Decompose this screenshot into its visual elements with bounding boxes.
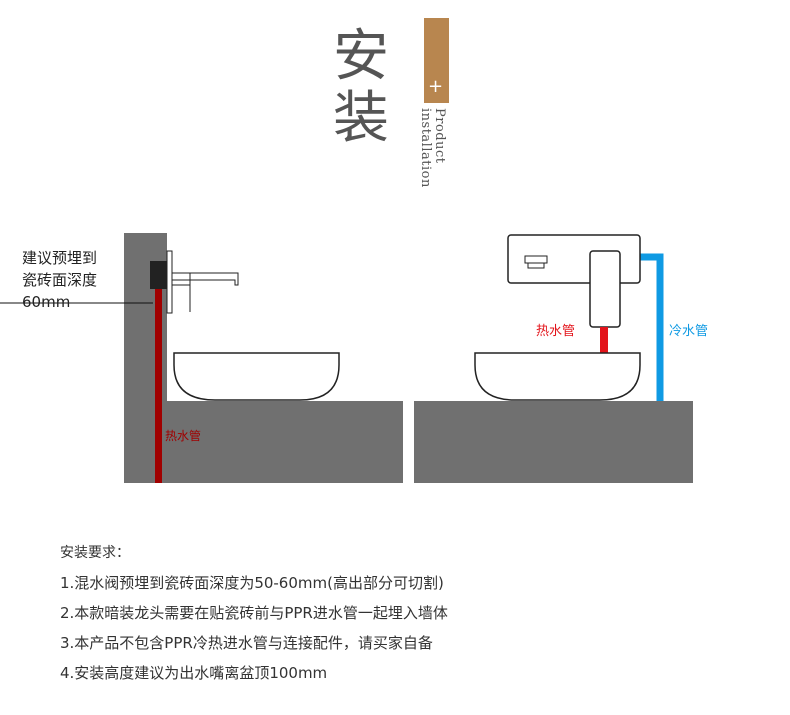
requirement-item: 2.本款暗装龙头需要在贴瓷砖前与PPR进水管一起埋入墙体 [60,604,448,622]
title-char: 装 [333,86,389,151]
plus-icon: + [428,76,444,97]
requirement-item: 3.本产品不包含PPR冷热进水管与连接配件，请买家自备 [60,634,433,652]
hot-pipe-label: 热水管 [536,324,576,339]
valve-body [150,261,167,289]
counter [414,401,693,483]
requirement-item: 1.混水阀预埋到瓷砖面深度为50-60mm(高出部分可切割) [60,574,444,592]
left-diagram [0,233,403,483]
hot-pipe-label: 热水管 [165,429,202,443]
subtitle-line: Product [432,108,447,164]
cover-plate [166,250,173,314]
note-line: 建议预埋到 [22,249,98,267]
requirements: 安装要求： 1.混水阀预埋到瓷砖面深度为50-60mm(高出部分可切割) 2.本… [60,538,448,688]
requirements-heading: 安装要求： [60,545,130,561]
panel-button [524,255,548,264]
basin [173,352,340,401]
counter [124,401,403,483]
hot-pipe [155,288,162,483]
cold-pipe [640,253,664,401]
spout [172,272,239,286]
subtitle-line: installation [418,108,433,188]
hot-pipe [600,327,608,353]
note-line: 60mm [22,293,71,311]
accent-bar [424,18,449,103]
cold-pipe-label: 冷水管 [669,324,709,339]
title-char: 安 [333,24,389,89]
spout [589,250,621,328]
basin [474,352,641,401]
depth-note: 建议预埋到 瓷砖面深度 60mm [22,247,97,313]
note-line: 瓷砖面深度 [22,271,98,289]
right-diagram [414,234,693,483]
page-title: 安装 [333,26,397,150]
requirement-item: 4.安装高度建议为出水嘴离盆顶100mm [60,664,328,682]
handle [171,272,191,286]
